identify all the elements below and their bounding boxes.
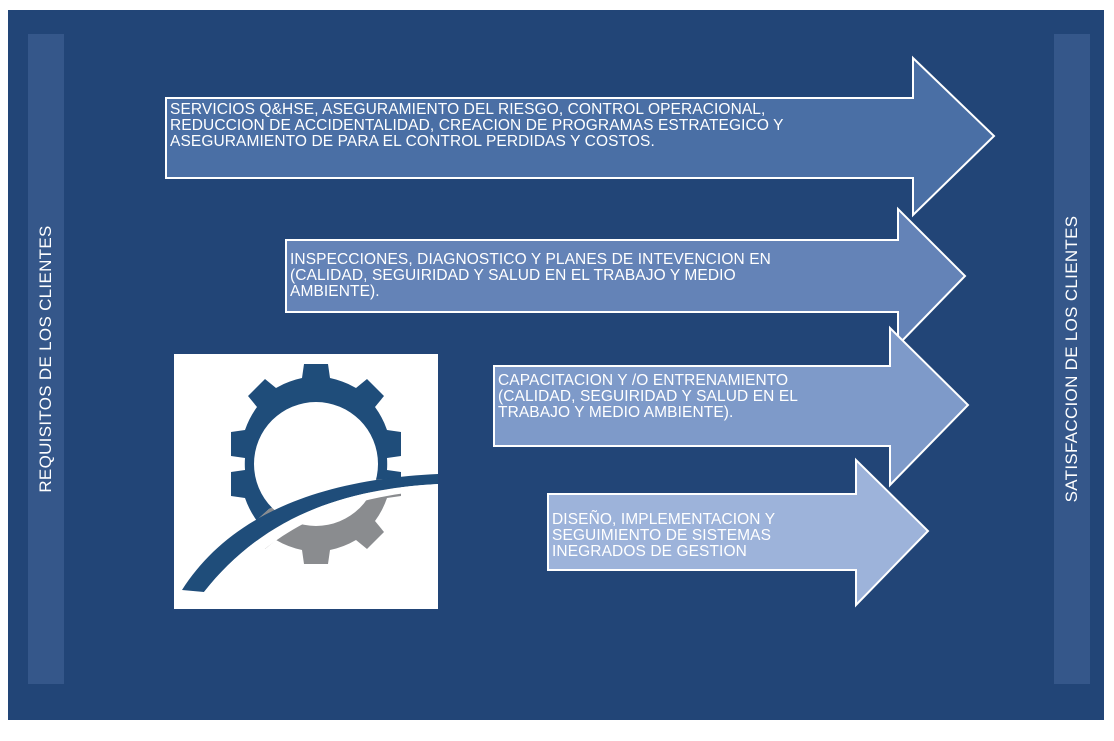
arrow-1 [165,55,996,218]
swoosh-blue [182,474,438,592]
arrow-1-text: SERVICIOS Q&HSE, ASEGURAMIENTO DEL RIESG… [170,101,784,150]
right-side-bar: SATISFACCION DE LOS CLIENTES [1054,34,1090,684]
gear-icon [182,364,438,594]
arrow-2-text: INSPECCIONES, DIAGNOSTICO Y PLANES DE IN… [290,251,771,300]
swoosh-white [204,484,438,594]
logo-box [174,354,438,609]
arrow-3 [493,325,970,488]
arrow-4 [547,457,930,608]
arrow-2 [285,206,967,348]
arrow-4-text: DISEÑO, IMPLEMENTACION Y SEGUIMIENTO DE … [552,511,776,560]
left-side-bar: REQUISITOS DE LOS CLIENTES [28,34,64,684]
arrow-3-text: CAPACITACION Y /O ENTRENAMIENTO (CALIDAD… [498,372,798,421]
